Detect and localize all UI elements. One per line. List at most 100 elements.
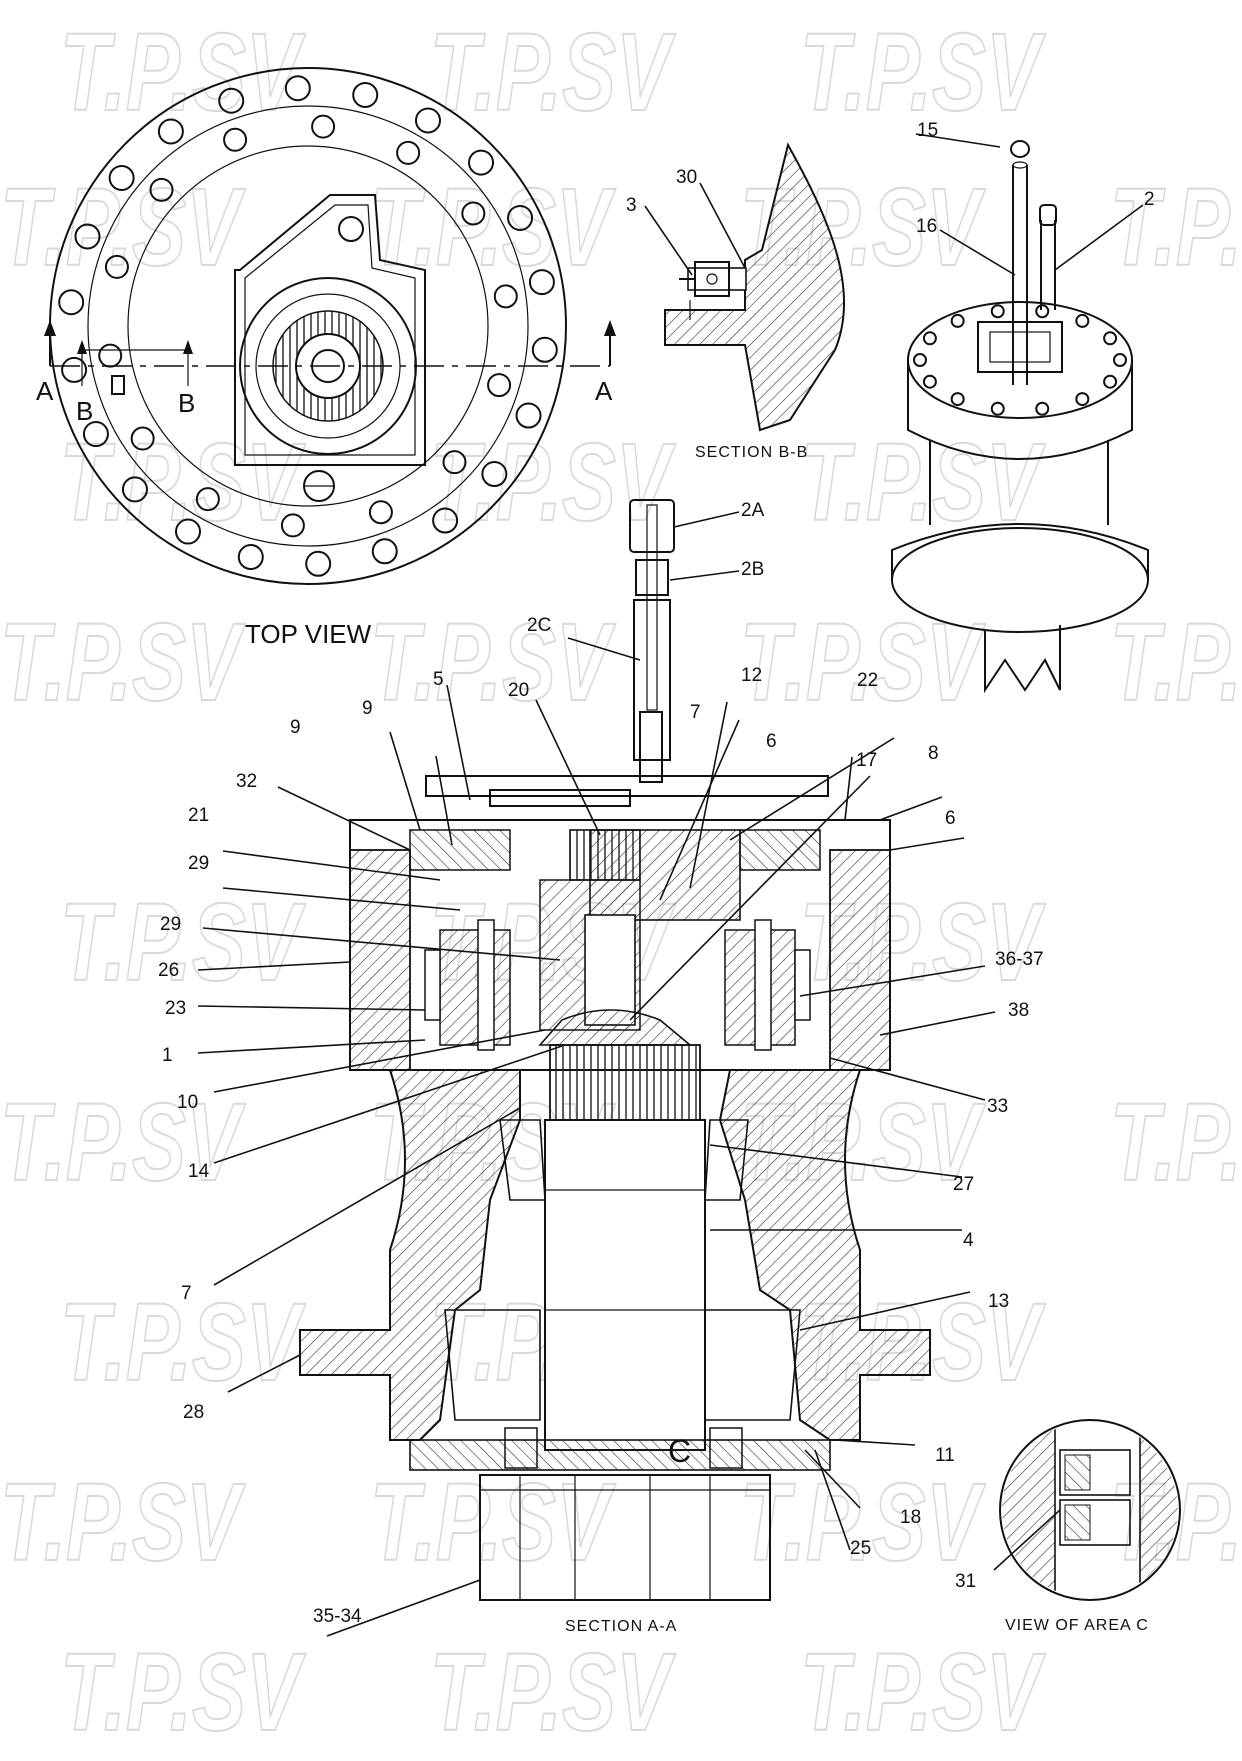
callout: 15 <box>917 120 938 141</box>
callout: 26 <box>158 960 179 981</box>
bolt-hole <box>74 223 101 250</box>
bolt-hole <box>442 450 467 475</box>
bolt-head <box>913 353 927 367</box>
callout: 7 <box>690 702 701 723</box>
callout: 9 <box>290 717 301 738</box>
callout: 1 <box>162 1045 173 1066</box>
watermark-text: T.P.SV <box>60 421 306 544</box>
callout: 33 <box>987 1096 1008 1117</box>
view-titles: TOP VIEW SECTION B-B SECTION A-A VIEW OF… <box>245 444 1149 1635</box>
bolt-hole <box>98 343 123 368</box>
bolt-head <box>1035 304 1050 319</box>
bolt-hole <box>515 402 542 429</box>
callout: 29 <box>160 914 181 935</box>
bolt-head <box>1035 401 1050 416</box>
bolt-hole <box>432 507 459 534</box>
callout: 20 <box>508 680 529 701</box>
bolt-head <box>990 401 1005 416</box>
bolt-hole <box>58 289 85 316</box>
section-mark-a-right: A <box>595 376 613 406</box>
callout: 21 <box>188 805 209 826</box>
watermark-text: T.P.SV <box>800 421 1046 544</box>
callout: 14 <box>188 1161 210 1182</box>
section-bb-drawing <box>664 142 846 432</box>
callout: 2B <box>741 559 764 580</box>
section-aa-drawing <box>299 499 931 1601</box>
bolt-hole <box>468 149 495 176</box>
watermark-text: T.P.SV <box>0 1081 246 1204</box>
callout: 2 <box>1144 189 1155 210</box>
area-c-drawing <box>999 1419 1181 1601</box>
watermark-text: T.P.SV <box>800 1631 1046 1754</box>
callout: 23 <box>165 998 186 1019</box>
bolt-head <box>1075 392 1090 407</box>
watermark-text: T.P.SV <box>60 1631 306 1754</box>
watermark-text: T.P.SV <box>60 1281 306 1404</box>
watermark-text: T.P.SV <box>0 1461 246 1584</box>
callout: 18 <box>900 1507 921 1528</box>
watermark: T.P.SV T.P.SV T.P.SV T.P.SV T.P.SV T.P.SV T.P.… <box>0 10 1242 1755</box>
watermark-text: T.P.SV <box>1110 1081 1242 1204</box>
bolt-hole <box>149 177 174 202</box>
section-mark-b-right: B <box>178 388 195 418</box>
bolt-hole <box>414 107 441 134</box>
bolt-hole <box>368 500 393 525</box>
bolt-head <box>1113 353 1127 367</box>
bolt-hole <box>531 336 558 363</box>
callout: 11 <box>935 1445 955 1466</box>
bolt-hole <box>104 254 129 279</box>
bolt-hole <box>528 269 555 296</box>
watermark-text: T.P.SV <box>740 1461 986 1584</box>
section-aa-title: SECTION A-A <box>565 1618 677 1635</box>
callout: 29 <box>188 853 209 874</box>
watermark-text: T.P.SV <box>740 601 986 724</box>
callout: 36-37 <box>995 949 1044 970</box>
bolt-hole <box>218 87 245 114</box>
bolt-hole <box>352 81 379 108</box>
callout: 5 <box>433 669 444 690</box>
callouts: 15 2 16 30 3 2A 2B 2C 5 20 9 9 32 21 29 … <box>158 120 1155 1627</box>
callout: 6 <box>766 731 777 752</box>
bolt-hole <box>175 518 202 545</box>
area-mark-c: C <box>668 1433 691 1469</box>
callout: 32 <box>236 771 257 792</box>
watermark-text: T.P.SV <box>370 166 616 289</box>
callout: 17 <box>856 750 877 771</box>
area-c-title: VIEW OF AREA C <box>1005 1617 1149 1634</box>
watermark-text: T.P.SV <box>430 421 676 544</box>
top-view-drawing <box>44 67 616 585</box>
callout: 28 <box>183 1402 204 1423</box>
callout: 10 <box>177 1092 198 1113</box>
motor-3d-drawing <box>891 140 1149 694</box>
bolt-head <box>922 331 937 346</box>
callout: 9 <box>362 698 373 719</box>
bolt-hole <box>130 426 155 451</box>
bolt-hole <box>195 487 220 512</box>
bolt-hole <box>461 201 486 226</box>
bolt-hole <box>487 373 512 398</box>
section-bb-title: SECTION B-B <box>695 444 808 461</box>
watermark-text: T.P.SV <box>0 601 246 724</box>
section-mark-a-left: A <box>36 376 54 406</box>
callout: 7 <box>181 1283 192 1304</box>
watermark-text: T.P.SV <box>0 166 246 289</box>
callout: 2A <box>741 500 765 521</box>
callout: 38 <box>1008 1000 1029 1021</box>
bolt-hole <box>311 114 336 139</box>
callout: 27 <box>953 1174 974 1195</box>
callout: 30 <box>676 167 697 188</box>
callout: 25 <box>850 1538 871 1559</box>
watermark-text: T.P.SV <box>430 1631 676 1754</box>
bolt-head <box>1103 374 1118 389</box>
callout: 12 <box>741 665 762 686</box>
watermark-text: T.P.SV <box>1110 166 1242 289</box>
watermark-text: T.P.SV <box>800 11 1046 134</box>
callout: 6 <box>945 808 956 829</box>
bolt-head <box>1075 313 1090 328</box>
callout: 22 <box>857 670 878 691</box>
bolt-hole <box>237 544 264 571</box>
bolt-head <box>950 313 965 328</box>
watermark-text: T.P.SV <box>60 11 306 134</box>
